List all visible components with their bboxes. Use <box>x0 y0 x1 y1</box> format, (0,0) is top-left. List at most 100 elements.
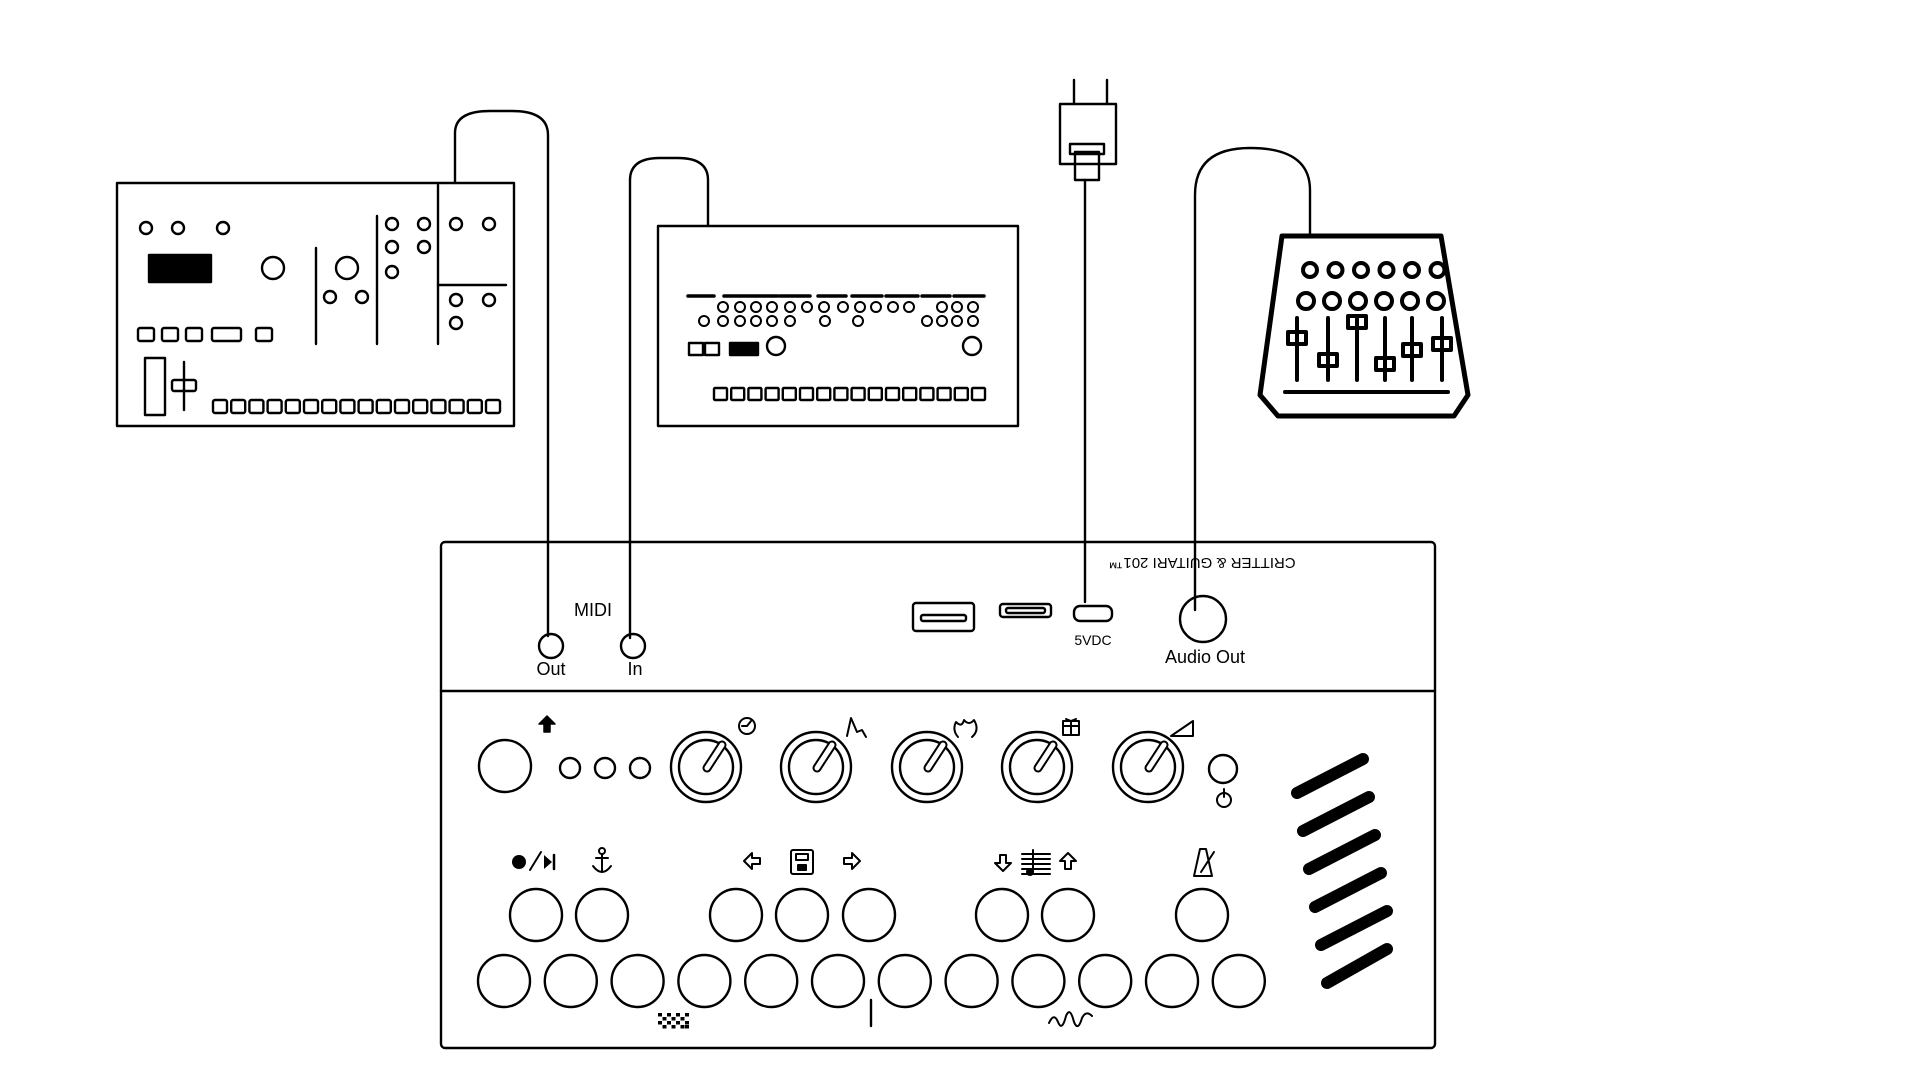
drum-machine-step <box>919 386 935 402</box>
mixer-knob <box>1400 291 1420 311</box>
down-button[interactable] <box>974 887 1030 943</box>
mixer-knob <box>1296 291 1316 311</box>
knob-gift[interactable] <box>1000 730 1074 804</box>
micro-usb-port[interactable] <box>998 602 1053 619</box>
knob-effect-pointer-inner <box>925 742 946 771</box>
mixer-knob <box>1377 261 1396 279</box>
anchor-button[interactable] <box>574 887 630 943</box>
cable-drum-machine-to-midi-in <box>628 156 710 640</box>
drum-machine-display <box>728 341 760 357</box>
key-button[interactable] <box>677 953 732 1009</box>
mixer-fader-cap <box>1286 330 1308 346</box>
knob-tempo-pointer-inner <box>704 742 725 771</box>
brand-label: CRITTER & GUITARI 201™ <box>1108 554 1295 571</box>
flame-icon <box>953 719 978 738</box>
volume-ramp-icon <box>1170 720 1194 737</box>
key-button[interactable] <box>877 953 932 1009</box>
mixer-knob <box>1428 261 1447 279</box>
key-button[interactable] <box>1077 953 1133 1009</box>
groovebox-pad <box>229 398 247 415</box>
knob-envelope-cap <box>787 738 845 796</box>
drum-machine-step <box>712 386 729 402</box>
groovebox-pad <box>284 398 301 415</box>
key-button[interactable] <box>1211 953 1267 1009</box>
knob-volume[interactable] <box>1111 730 1185 804</box>
right-button[interactable] <box>841 887 897 943</box>
key-button[interactable] <box>476 953 532 1009</box>
drum-machine-knob <box>870 301 882 313</box>
groovebox-pad <box>484 398 502 415</box>
mixer-device <box>1257 233 1471 419</box>
drum-machine-knob <box>750 315 762 327</box>
knob-effect[interactable] <box>890 730 964 804</box>
shift-button[interactable] <box>477 738 533 794</box>
gift-icon <box>1062 718 1080 736</box>
drum-machine-knob <box>698 315 710 327</box>
down-arrow-icon <box>994 854 1012 872</box>
record-play-icon <box>512 851 556 871</box>
drum-machine-step <box>833 386 849 402</box>
drum-machine-knob <box>734 301 746 313</box>
envelope-icon <box>846 717 867 738</box>
groovebox-pad <box>211 398 229 415</box>
cable-mixer-to-audio-out <box>1193 146 1312 612</box>
midi-out-label: Out <box>536 659 565 679</box>
usb-a-port[interactable] <box>911 601 976 633</box>
key-button[interactable] <box>1144 953 1200 1009</box>
key-button[interactable] <box>944 953 999 1009</box>
speaker-slot <box>1303 829 1381 875</box>
groovebox-pad <box>357 398 374 415</box>
floppy-disk-icon <box>790 849 814 875</box>
drum-machine-step <box>884 386 901 402</box>
record-play-button[interactable] <box>508 887 564 943</box>
save-button[interactable] <box>774 887 830 943</box>
power-button[interactable] <box>1207 753 1239 785</box>
key-button[interactable] <box>1011 953 1066 1009</box>
midi-in-label: In <box>627 659 642 679</box>
knob-envelope-pointer-inner <box>814 742 835 771</box>
speaker-slot <box>1309 867 1387 913</box>
grid-icon <box>658 1013 689 1029</box>
usb-c-power-port[interactable] <box>1072 604 1114 623</box>
mixer-fader-cap <box>1431 336 1453 352</box>
drum-machine-step <box>747 386 763 402</box>
key-button[interactable] <box>543 953 598 1009</box>
drum-machine-knob <box>887 301 899 313</box>
mixer-knob <box>1301 261 1319 279</box>
drum-machine-knob <box>784 315 796 327</box>
key-button[interactable] <box>744 953 799 1009</box>
drum-machine-knob <box>967 315 979 327</box>
drum-machine-knob <box>951 315 963 327</box>
metronome-button[interactable] <box>1174 887 1230 943</box>
drum-machine-knob <box>801 301 813 313</box>
mixer-fader-cap <box>1346 314 1368 330</box>
drum-machine-knob <box>852 315 864 327</box>
led-1 <box>558 756 582 780</box>
drum-machine-step <box>867 386 883 402</box>
drum-machine-step <box>970 386 987 402</box>
drum-machine-knob <box>750 301 762 313</box>
drum-machine-knob <box>818 301 830 313</box>
knob-envelope[interactable] <box>779 730 853 804</box>
groovebox-pad <box>430 398 447 415</box>
key-button[interactable] <box>810 953 866 1009</box>
knob-tempo[interactable] <box>669 730 743 804</box>
drum-machine-knob <box>784 301 796 313</box>
drum-machine-knob <box>717 315 729 327</box>
drum-machine-knob <box>921 315 933 327</box>
key-button[interactable] <box>610 953 665 1009</box>
groovebox-pad <box>466 398 483 415</box>
mixer-knob <box>1326 261 1345 279</box>
drum-machine-step <box>781 386 797 402</box>
up-arrow-icon-2 <box>1059 852 1077 870</box>
midi-out-jack[interactable] <box>537 632 565 660</box>
drum-machine-step <box>730 386 746 402</box>
audio-out-jack[interactable] <box>1178 594 1228 644</box>
left-button[interactable] <box>708 887 764 943</box>
groovebox-pad <box>448 398 465 415</box>
score-icon <box>1021 849 1051 876</box>
led-2 <box>593 756 617 780</box>
up-button[interactable] <box>1040 887 1096 943</box>
wave-icon <box>1048 1011 1093 1028</box>
midi-in-jack[interactable] <box>619 632 647 660</box>
